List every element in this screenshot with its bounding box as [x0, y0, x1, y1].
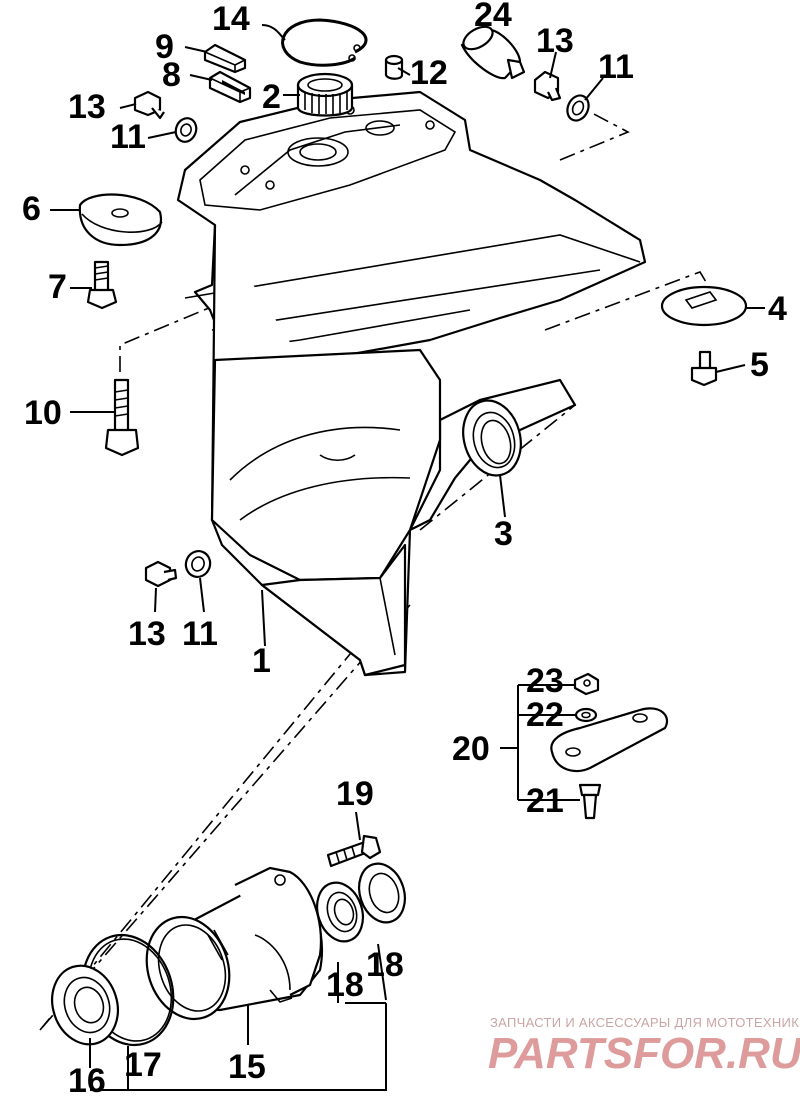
callout-20: 20: [452, 730, 490, 768]
part-11-washer-top-left: [174, 117, 198, 143]
callout-6: 6: [22, 190, 41, 228]
callout-10: 10: [24, 394, 62, 432]
part-20-trim-tab: [550, 707, 668, 773]
callout-23: 23: [526, 662, 564, 700]
watermark: ЗАПЧАСТИ И АКСЕССУАРЫ ДЛЯ МОТОТЕХНИКИ PA…: [488, 1015, 800, 1078]
callout-16: 16: [68, 1062, 106, 1100]
watermark-tagline: ЗАПЧАСТИ И АКСЕССУАРЫ ДЛЯ МОТОТЕХНИКИ: [490, 1015, 800, 1030]
part-2-needle-bearing: [296, 72, 354, 117]
callout-12: 12: [410, 54, 448, 92]
callout-15: 15: [228, 1048, 266, 1086]
callout-4: 4: [768, 290, 787, 328]
callout-7: 7: [48, 268, 67, 306]
part-24-cylinder: [460, 25, 526, 80]
part-11-washer-middle: [184, 550, 212, 578]
callout-13-top-left: 13: [68, 88, 106, 126]
callout-14: 14: [212, 0, 250, 38]
callout-13-top-right: 13: [536, 22, 574, 60]
lower-unit-housing: [176, 90, 647, 677]
callout-11-top-right: 11: [598, 48, 634, 86]
callout-labels: 14 9 8 2 12 24 13 11 13 11 6 7 10 4 5 3 …: [22, 0, 787, 1100]
part-10-long-bolt: [104, 378, 140, 457]
part-14-circlip: [281, 18, 368, 67]
part-15-bearing-housing: [145, 866, 323, 1021]
part-19-bolt: [326, 834, 382, 868]
part-9-key: [203, 43, 247, 74]
callout-21: 21: [526, 782, 564, 820]
callout-2: 2: [262, 78, 281, 116]
callout-11-middle: 11: [182, 615, 218, 653]
callout-18-right: 18: [366, 946, 404, 984]
part-13-screw-top-left: [133, 90, 165, 120]
callout-18-left: 18: [326, 966, 364, 1004]
watermark-brand: PARTSFOR.RU: [488, 1029, 800, 1078]
part-11-washer-top-right: [566, 94, 590, 122]
callout-1: 1: [252, 642, 271, 680]
part-6-cover-plate: [78, 193, 163, 247]
part-4-disc: [660, 285, 748, 327]
callout-13-middle: 13: [128, 615, 166, 653]
part-18-seal-rear: [358, 862, 406, 924]
part-18-seal-front: [316, 881, 364, 943]
leader-lines: [50, 24, 765, 1091]
callout-5: 5: [750, 346, 769, 384]
callout-9: 9: [155, 28, 174, 66]
part-22-washer: [574, 707, 598, 723]
part-7-bolt: [86, 260, 118, 310]
callout-19: 19: [336, 775, 374, 813]
part-12-dowel-pin: [384, 54, 404, 80]
callout-11-top-left: 11: [110, 118, 146, 156]
callout-3: 3: [494, 515, 513, 553]
part-21-screw: [578, 783, 602, 820]
callout-22: 22: [526, 696, 564, 734]
part-13-screw-middle: [144, 560, 178, 588]
callout-17: 17: [124, 1046, 162, 1084]
part-8-key: [208, 70, 252, 104]
part-13-screw-top-right: [533, 70, 562, 102]
part-16-ball-bearing: [51, 964, 119, 1046]
callout-24: 24: [474, 0, 512, 34]
part-5-screw: [690, 350, 718, 387]
part-3-oil-seal: [462, 399, 522, 477]
part-23-nut: [573, 672, 600, 696]
callout-8: 8: [162, 56, 181, 94]
